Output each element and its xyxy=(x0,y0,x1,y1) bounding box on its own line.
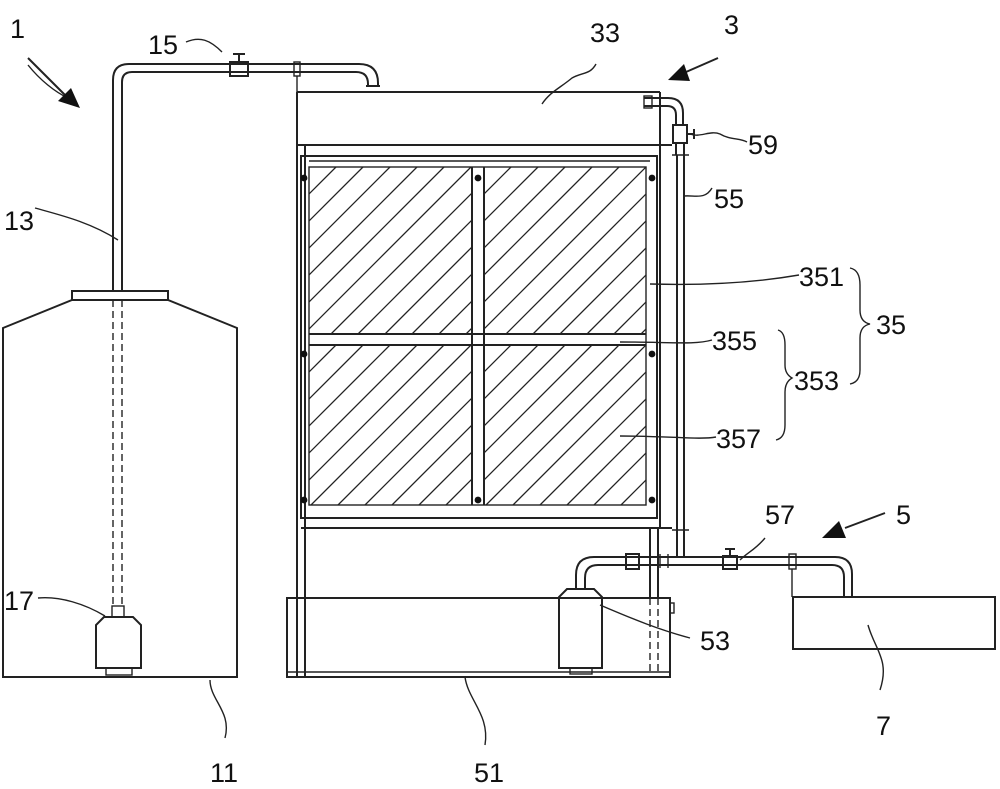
hatch-line xyxy=(749,167,916,334)
hatch-line xyxy=(473,345,633,505)
hatch-line xyxy=(310,345,472,505)
pipe-13 xyxy=(112,63,380,606)
label-1: 1 xyxy=(10,14,25,44)
hatch-line xyxy=(566,425,646,505)
hatch-line xyxy=(309,345,418,454)
label-355: 355 xyxy=(712,326,757,356)
hatch-line xyxy=(803,167,970,334)
hatch-line xyxy=(484,167,539,222)
hatch-line xyxy=(309,345,337,373)
hatch-line xyxy=(309,167,364,222)
hatch-line xyxy=(527,345,687,505)
hatch-line xyxy=(484,167,593,276)
hatch-line xyxy=(391,424,472,505)
label-51: 51 xyxy=(474,758,504,788)
container-7 xyxy=(792,596,996,650)
label-353: 353 xyxy=(794,366,839,396)
hatch-line xyxy=(532,220,646,334)
hatch-line xyxy=(418,451,472,505)
hatch-line xyxy=(485,345,646,505)
hatch-line xyxy=(309,167,310,168)
pump-17 xyxy=(95,605,142,676)
hatch-line xyxy=(512,371,646,505)
hatch-line xyxy=(484,167,646,330)
label-35: 35 xyxy=(876,310,906,340)
label-33: 33 xyxy=(590,18,620,48)
label-53: 53 xyxy=(700,626,730,656)
hatch-line xyxy=(586,274,646,334)
bolts xyxy=(300,174,656,504)
hatch-line xyxy=(484,167,485,168)
hatch-line xyxy=(493,167,660,334)
hatch-line xyxy=(309,167,445,303)
leader-lines xyxy=(27,38,886,746)
hatch-line xyxy=(484,345,593,454)
frame-353 xyxy=(296,145,672,678)
label-357: 357 xyxy=(716,424,761,454)
hatch-line xyxy=(364,397,472,505)
hatch-line xyxy=(484,167,512,195)
hatch-line xyxy=(309,167,391,249)
pump-53 xyxy=(558,588,603,675)
hatch-line xyxy=(330,192,472,334)
hatch-line xyxy=(613,301,646,334)
divider-vertical xyxy=(471,167,485,505)
label-15: 15 xyxy=(148,30,178,60)
collection-tank-51 xyxy=(286,597,675,678)
hatch-line xyxy=(559,247,646,334)
hatch-line xyxy=(484,345,512,373)
hatch-line xyxy=(593,452,646,505)
hatch-line xyxy=(505,193,646,334)
label-351: 351 xyxy=(799,262,844,292)
storage-tank xyxy=(2,290,238,678)
hatch-line xyxy=(357,219,472,334)
label-59: 59 xyxy=(748,130,778,160)
reference-labels: 1 3 5 7 11 13 15 17 33 35 51 53 55 57 59… xyxy=(4,10,911,788)
label-55: 55 xyxy=(714,184,744,214)
hatch-line xyxy=(484,167,620,303)
hatch-line xyxy=(484,345,566,427)
label-13: 13 xyxy=(4,206,34,236)
hatch-line xyxy=(411,273,472,334)
top-tray-33 xyxy=(296,91,672,146)
valve-15 xyxy=(229,53,249,77)
hatch-line xyxy=(438,300,472,334)
hatch-line xyxy=(309,167,418,276)
hatch-line xyxy=(484,345,539,400)
pipe-57 xyxy=(575,530,853,597)
label-5: 5 xyxy=(896,500,911,530)
label-3: 3 xyxy=(724,10,739,40)
label-17: 17 xyxy=(4,586,34,616)
hatch-line xyxy=(500,345,660,505)
hatch-line xyxy=(628,167,795,334)
hatch-line xyxy=(484,345,620,481)
divider-355 xyxy=(309,333,646,346)
hatch-line xyxy=(547,167,714,334)
hatch-line xyxy=(722,167,889,334)
hatch-line xyxy=(309,345,391,427)
hatch-line xyxy=(484,345,485,346)
hatch-line xyxy=(309,345,445,481)
hatch-line xyxy=(309,345,310,346)
hatch-line xyxy=(309,345,364,400)
hatch-line xyxy=(384,246,472,334)
label-11: 11 xyxy=(210,758,238,788)
hatch-line xyxy=(309,167,472,330)
valve-57 xyxy=(722,548,738,570)
label-7: 7 xyxy=(876,711,891,741)
hatch-line xyxy=(668,167,835,334)
hatch-line xyxy=(337,370,472,505)
hatch-line xyxy=(465,327,472,334)
label-57: 57 xyxy=(765,500,795,530)
panel-357 xyxy=(309,167,970,505)
hatch-line xyxy=(309,167,337,195)
hatch-line xyxy=(445,478,472,505)
hatch-line xyxy=(520,167,687,334)
hatch-line xyxy=(554,345,714,505)
hatch-line xyxy=(484,167,566,249)
pipe-55 xyxy=(643,95,689,531)
hatch-line xyxy=(539,398,646,505)
